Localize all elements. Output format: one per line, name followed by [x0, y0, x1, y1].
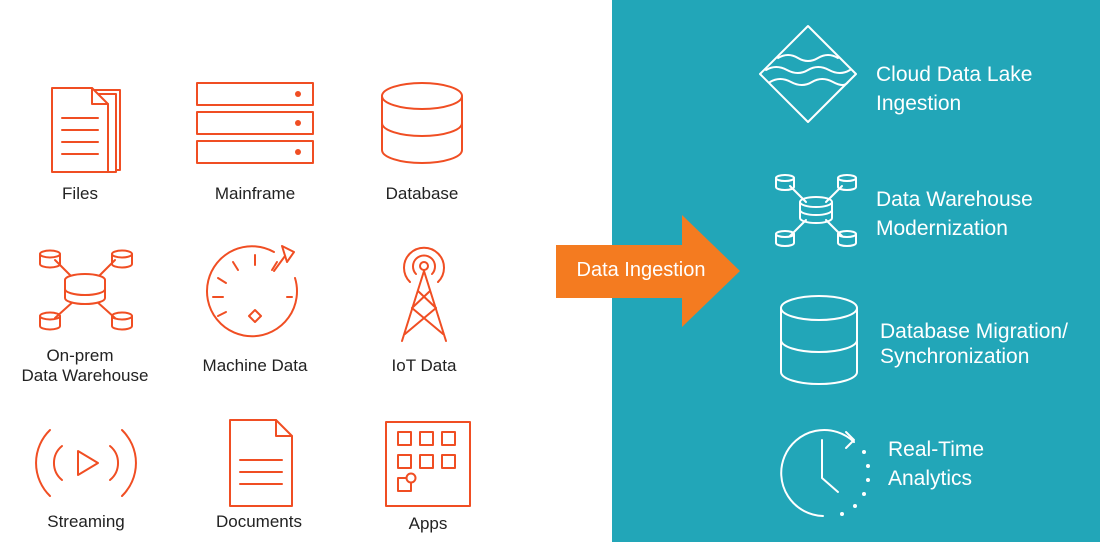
files-icon	[30, 80, 130, 175]
dw-label-line1: Data Warehouse	[876, 188, 1033, 211]
streaming-icon	[32, 418, 140, 508]
dest-lake	[756, 24, 860, 124]
document-icon	[204, 418, 314, 508]
source-onprem-dw: On-prem Data Warehouse	[22, 246, 148, 386]
dest-analytics	[776, 426, 872, 520]
documents-label: Documents	[216, 512, 302, 531]
data-warehouse-icon	[775, 174, 857, 247]
data-warehouse-icon	[30, 246, 140, 334]
database-icon	[780, 295, 858, 385]
radio-tower-icon	[374, 236, 474, 346]
database-label: Database	[385, 184, 459, 203]
analytics-label-line1: Real-Time	[888, 438, 985, 461]
source-iot-data: IoT Data	[374, 236, 474, 380]
mainframe-label: Mainframe	[214, 184, 296, 203]
mainframe-icon	[190, 80, 320, 170]
migration-label-line2: Synchronization	[880, 345, 1030, 368]
database-icon	[372, 80, 472, 170]
lake-icon	[759, 25, 857, 123]
source-mainframe: Mainframe	[190, 80, 320, 206]
analytics-label-line2: Analytics	[888, 467, 973, 490]
clock-icon	[780, 429, 870, 517]
files-label: Files	[62, 184, 98, 203]
source-machine-data: Machine Data	[195, 240, 315, 380]
data-ingestion-arrow	[556, 215, 740, 327]
source-documents: Documents	[204, 418, 314, 538]
dw-label-line2: Modernization	[876, 217, 1008, 240]
onprem-label-line1: On-prem	[46, 346, 114, 365]
streaming-label: Streaming	[47, 512, 125, 531]
gauge-icon	[195, 240, 315, 340]
source-database: Database	[372, 80, 472, 206]
source-files: Files	[30, 80, 130, 206]
migration-label-line1: Database Migration/	[880, 320, 1068, 343]
data-ingestion-label: Data Ingestion	[576, 259, 706, 281]
apps-label: Apps	[408, 514, 448, 533]
dest-migration	[778, 294, 860, 386]
source-apps: Apps	[378, 418, 478, 538]
lake-label-line2: Ingestion	[876, 92, 962, 115]
iot-data-label: IoT Data	[391, 356, 457, 375]
source-streaming: Streaming	[32, 418, 140, 538]
onprem-label-line2: Data Warehouse	[21, 366, 149, 385]
dest-dw	[770, 172, 862, 250]
machine-data-label: Machine Data	[202, 356, 308, 375]
apps-grid-icon	[378, 418, 478, 508]
lake-label-line1: Cloud Data Lake	[876, 63, 1033, 86]
